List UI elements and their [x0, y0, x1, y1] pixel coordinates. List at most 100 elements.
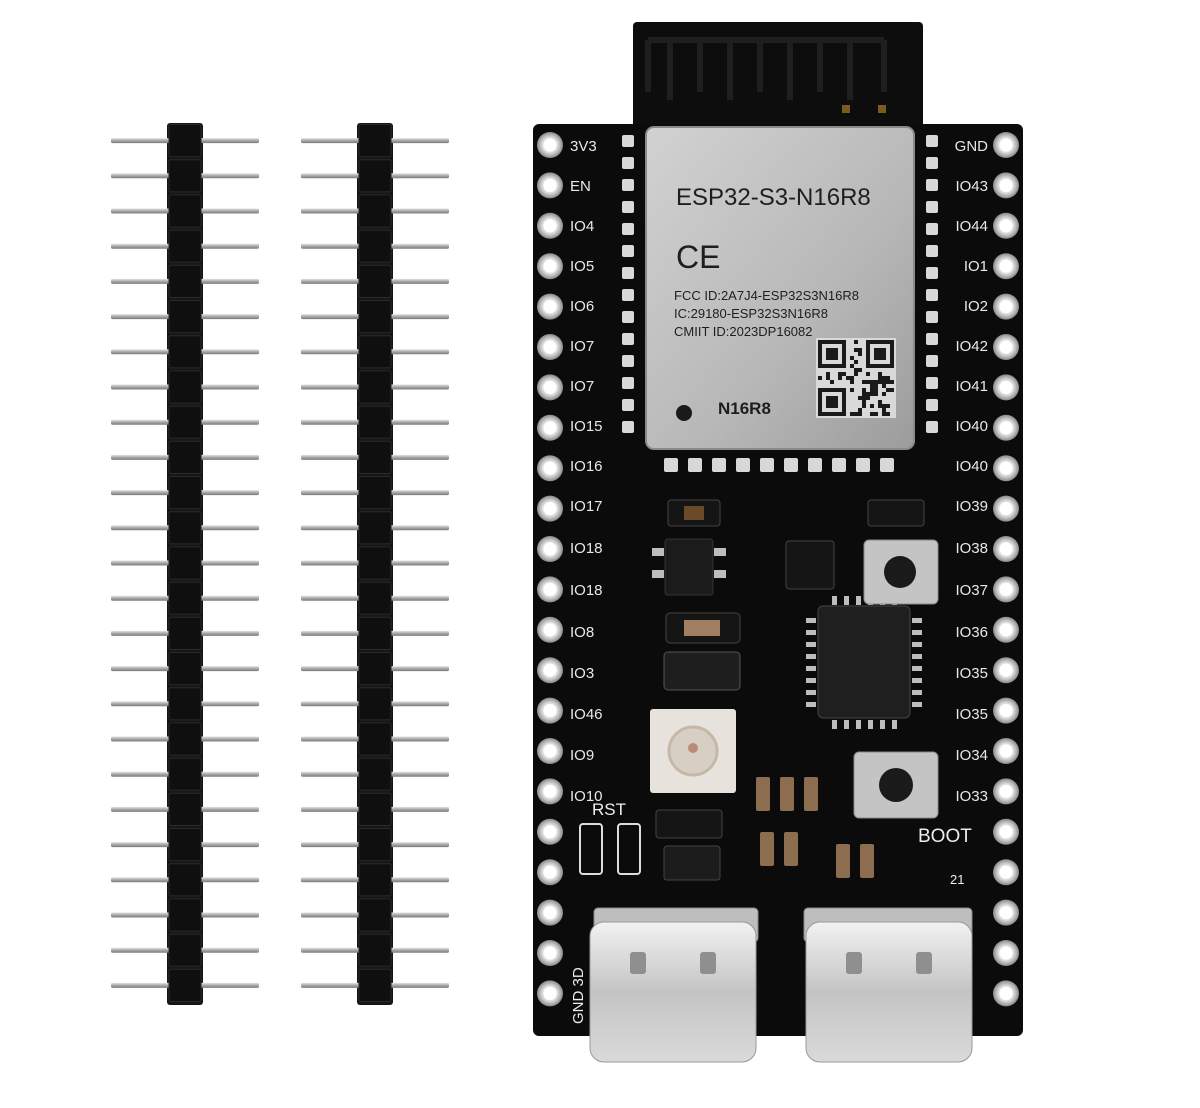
header-block [358, 616, 392, 650]
qr-module [850, 380, 854, 384]
qr-module [878, 400, 882, 404]
chip-pin [806, 690, 816, 695]
header-block [358, 159, 392, 193]
through-hole-drill [999, 784, 1013, 798]
header-block [168, 828, 202, 862]
pin-label-left: IO17 [570, 498, 603, 515]
header-block [358, 652, 392, 686]
boot-button[interactable] [853, 751, 939, 819]
qr-module [882, 408, 886, 412]
through-hole-drill [543, 300, 557, 314]
pin-label-left: IO7 [570, 378, 594, 395]
usb-bridge-chip-icon [817, 605, 911, 719]
chip-pin [832, 720, 837, 729]
qr-module [874, 380, 878, 384]
header-block [358, 124, 392, 158]
through-hole-drill [999, 582, 1013, 596]
castellation-pad [784, 458, 798, 472]
qr-module [850, 356, 854, 360]
pin-label-right: IO41 [955, 378, 988, 395]
usb-c-port-icon[interactable] [589, 907, 759, 1063]
qr-module [890, 380, 894, 384]
castellation-pad [664, 458, 678, 472]
header-block [168, 757, 202, 791]
qr-module [870, 388, 874, 392]
pin-label-left: 3V3 [570, 138, 597, 155]
through-hole-drill [543, 704, 557, 718]
pin-label-right: IO43 [955, 178, 988, 195]
reset-button[interactable] [863, 539, 939, 605]
pin-header-icon [301, 123, 449, 1005]
header-block [168, 616, 202, 650]
through-hole-drill [999, 623, 1013, 637]
header-block [358, 476, 392, 510]
chip-pin [844, 596, 849, 605]
pin-label-left: IO46 [570, 706, 603, 723]
through-hole-drill [999, 259, 1013, 273]
chip-pin [912, 630, 922, 635]
qr-module [882, 384, 886, 388]
castellation-pad [712, 458, 726, 472]
header-block [358, 440, 392, 474]
through-hole-drill [999, 542, 1013, 556]
through-hole-drill [999, 340, 1013, 354]
through-hole-drill [999, 663, 1013, 677]
pin-label-left: IO16 [570, 458, 603, 475]
qr-module [890, 388, 894, 392]
header-block [358, 792, 392, 826]
castellation-pad [622, 311, 634, 323]
qr-module [854, 360, 858, 364]
qr-module [854, 412, 858, 416]
through-hole-drill [543, 865, 557, 879]
qr-module [846, 376, 850, 380]
castellation-pad [622, 333, 634, 345]
pin-label-left: IO3 [570, 665, 594, 682]
usb-c-port-icon[interactable] [803, 907, 973, 1063]
qr-module [850, 364, 854, 368]
header-block [168, 440, 202, 474]
chip-pin [912, 678, 922, 683]
qr-module [854, 340, 858, 344]
header-block [358, 229, 392, 263]
header-block [168, 722, 202, 756]
antenna-area [633, 22, 923, 134]
through-hole-drill [543, 340, 557, 354]
qr-module [878, 380, 882, 384]
castellation-pad [926, 355, 938, 367]
castellation-pad [622, 289, 634, 301]
header-block [168, 968, 202, 1002]
through-hole-drill [999, 138, 1013, 152]
through-hole-drill [543, 421, 557, 435]
qr-module [854, 372, 858, 376]
through-hole-drill [999, 502, 1013, 516]
through-hole-drill [999, 906, 1013, 920]
qr-module [874, 384, 878, 388]
module-model: ESP32-S3-N16R8 [676, 184, 871, 211]
pin-labels-left: 3V3 EN IO4 IO5 IO6 IO7 IO7 IO15 IO16 IO1… [570, 138, 603, 805]
castellation-pad [926, 333, 938, 345]
through-hole-drill [999, 380, 1013, 394]
pin-label-right: IO39 [955, 498, 988, 515]
qr-module [858, 408, 862, 412]
through-hole-drill [543, 986, 557, 1000]
pin-label-right: IO44 [955, 218, 988, 235]
pin-label-right: IO37 [955, 582, 988, 599]
header-block [358, 687, 392, 721]
pin-label-right: GND [955, 138, 989, 155]
castellation-pad [926, 223, 938, 235]
qr-module [862, 388, 866, 392]
through-hole-drill [543, 946, 557, 960]
qr-module [870, 412, 874, 416]
qr-module [866, 392, 870, 396]
header-block [358, 264, 392, 298]
header-block [358, 757, 392, 791]
chip-pin [892, 720, 897, 729]
header-block [168, 933, 202, 967]
header-block [168, 370, 202, 404]
qr-module [858, 368, 862, 372]
qr-module [870, 404, 874, 408]
castellation-pad [926, 157, 938, 169]
header-block [358, 370, 392, 404]
regulator-leg [714, 548, 726, 556]
